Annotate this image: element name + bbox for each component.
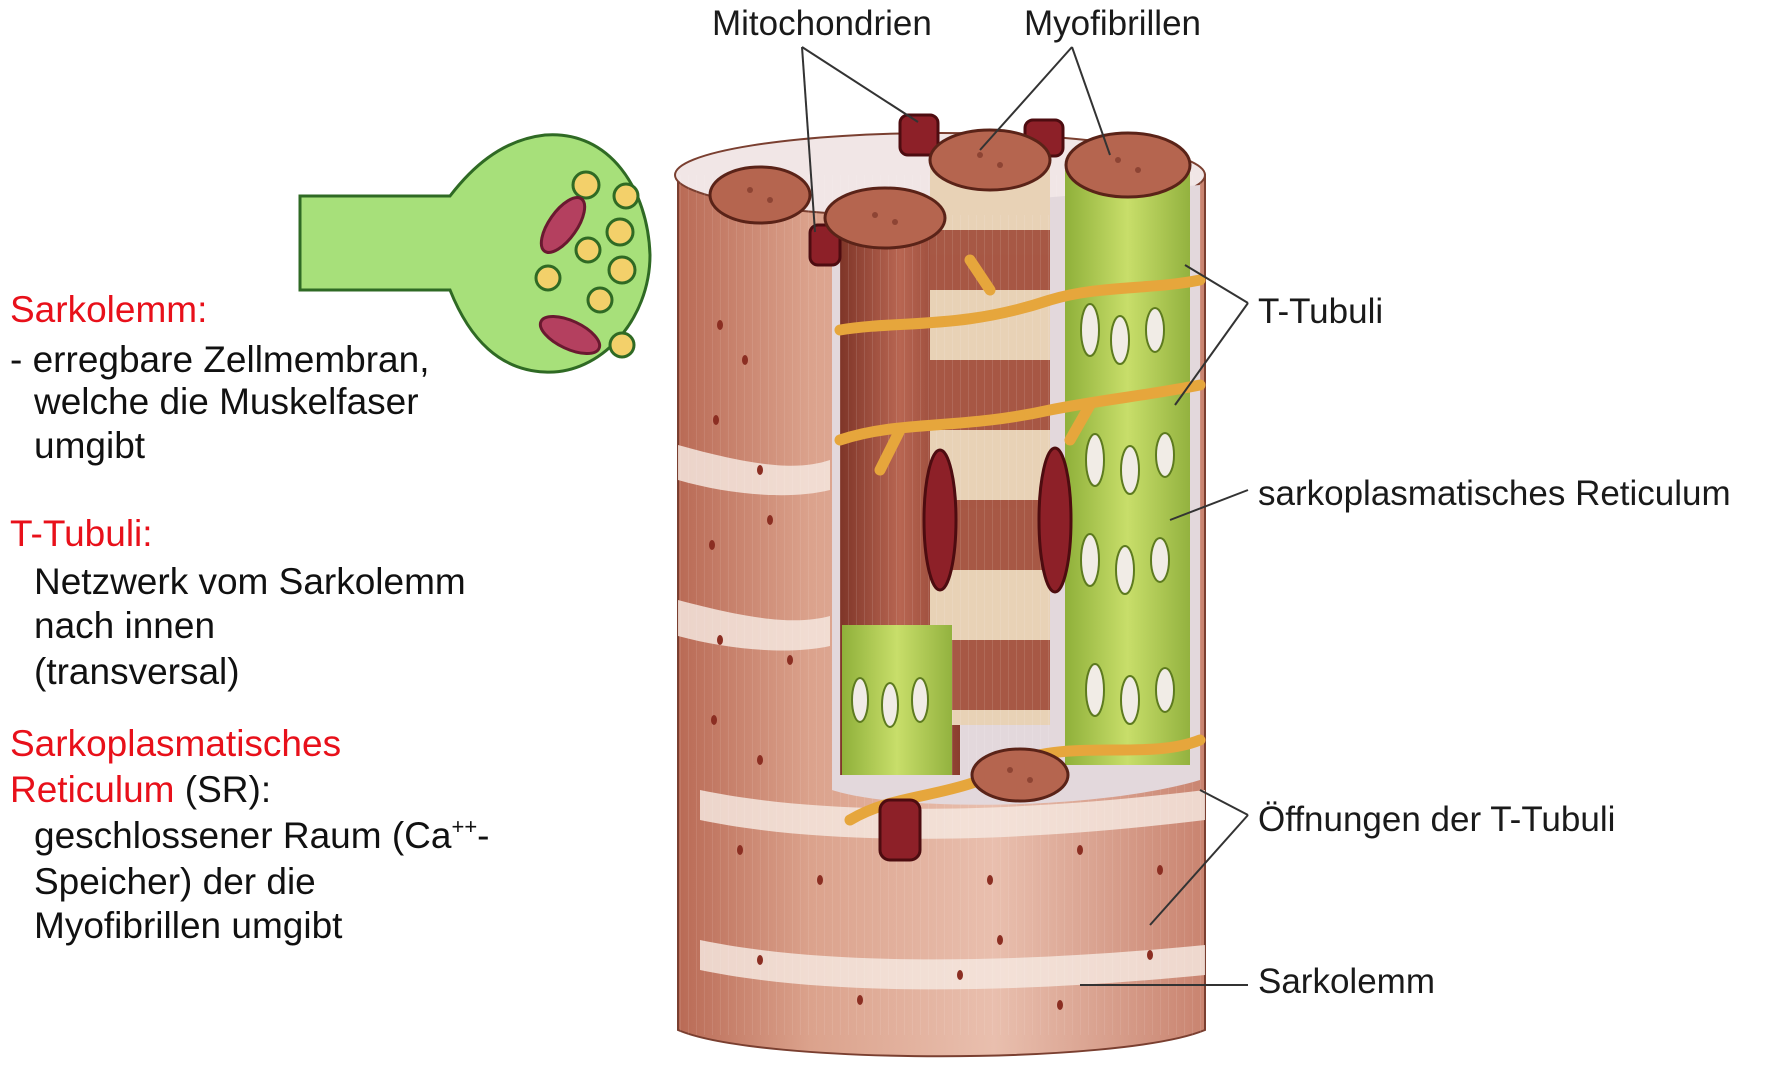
mitochondrion	[880, 800, 920, 860]
label-oeffnungen-der-t-tubuli: Öffnungen der T-Tubuli	[1258, 800, 1615, 840]
label-sarkoplasmatisches-reticulum: sarkoplasmatisches Reticulum	[1258, 474, 1731, 514]
mitochondrion	[924, 450, 956, 590]
nerve-terminal	[300, 135, 650, 372]
label-t-tubuli: T-Tubuli	[1258, 292, 1383, 332]
mitochondrion	[1039, 448, 1071, 592]
label-sarkolemm: Sarkolemm	[1258, 962, 1435, 1002]
label-mitochondrien: Mitochondrien	[712, 4, 932, 44]
label-myofibrillen: Myofibrillen	[1024, 4, 1201, 44]
